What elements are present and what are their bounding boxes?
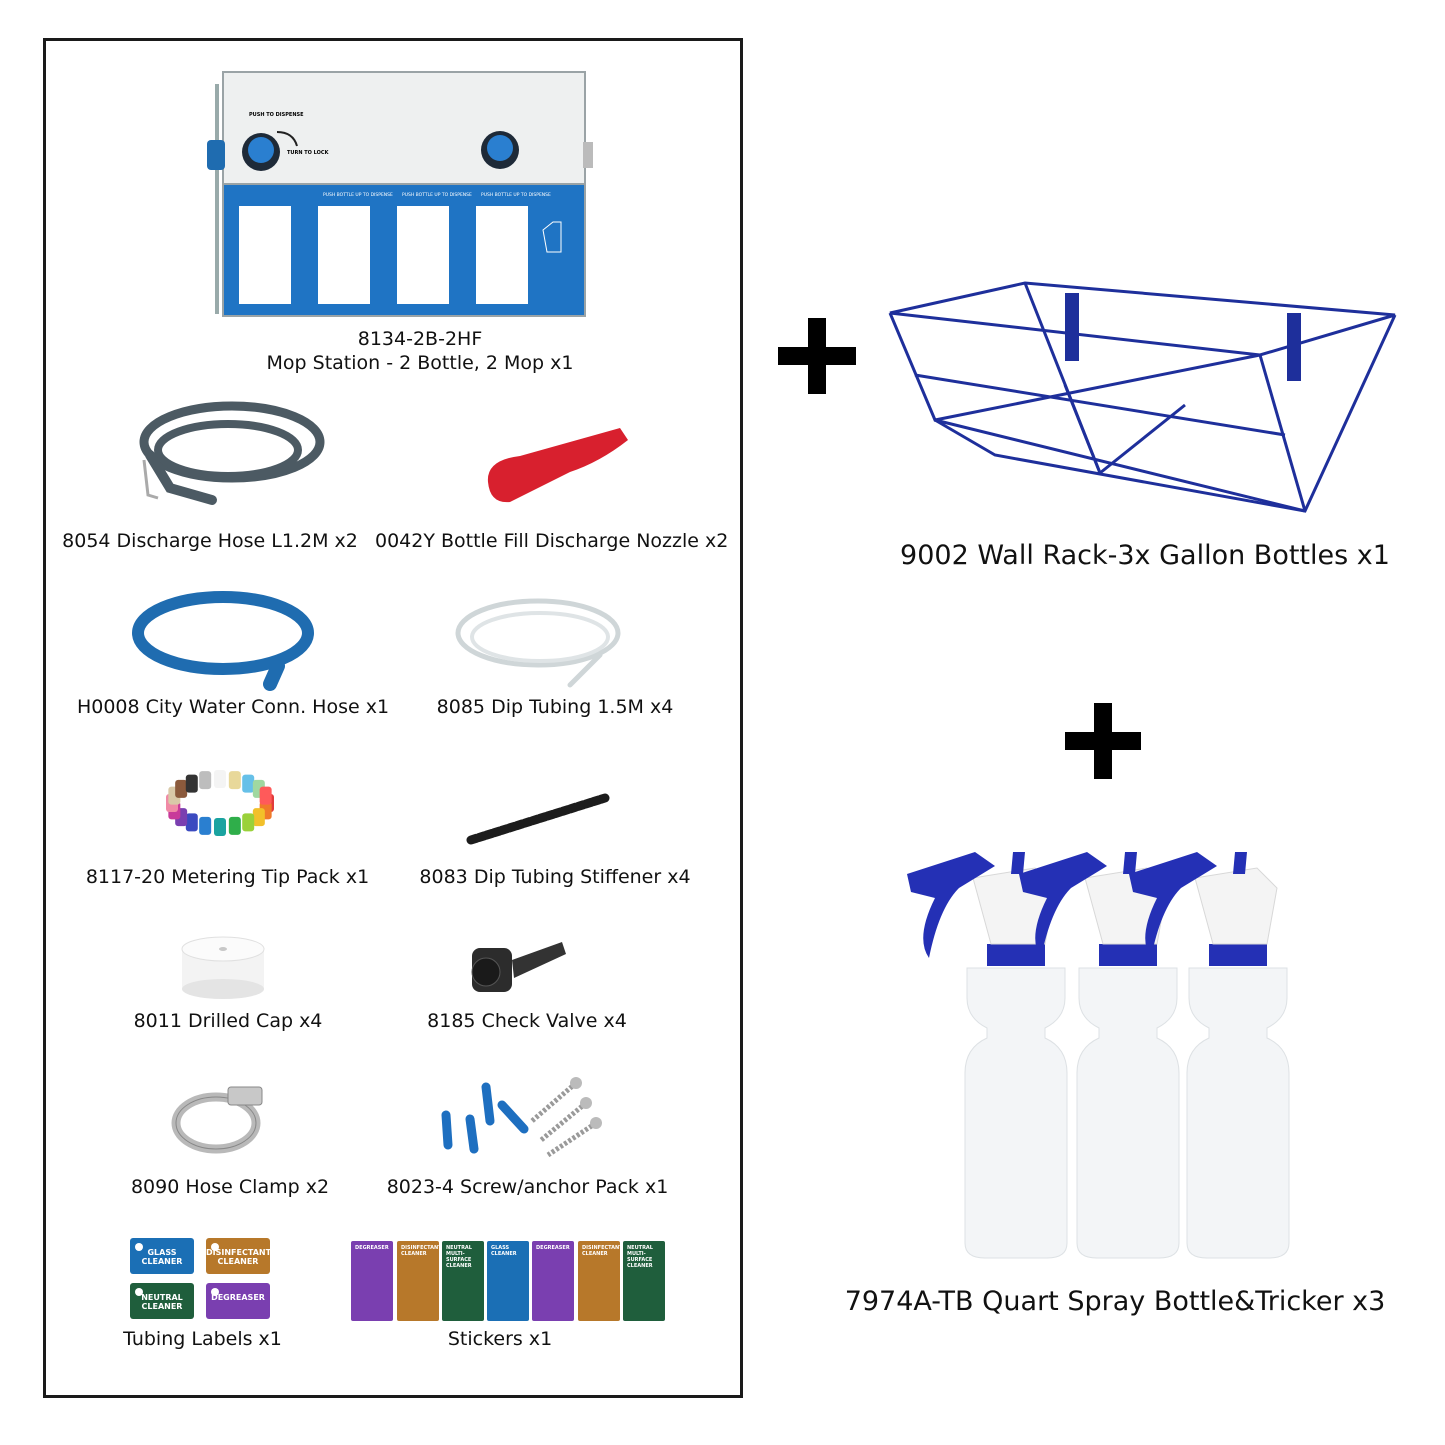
sticker-4: GLASS CLEANER <box>487 1241 529 1321</box>
hose-clamp-image <box>171 1086 263 1154</box>
item-label-drilled-cap: 8011 Drilled Cap x4 <box>133 1010 323 1032</box>
item-label-metering-tip: 8117-20 Metering Tip Pack x1 <box>85 866 370 888</box>
mop-station-image: PUSH TO DISPENSE TURN TO LOCK PUSH BOTTL… <box>207 71 593 317</box>
item-label-city-water-hose: H0008 City Water Conn. Hose x1 <box>76 696 390 718</box>
metering-tip <box>259 786 272 805</box>
item-label-stiffener: 8083 Dip Tubing Stiffener x4 <box>419 866 691 888</box>
turn-lock-text: TURN TO LOCK <box>287 150 330 156</box>
screw-anchor-image <box>441 1077 602 1158</box>
check-valve-image <box>471 942 566 992</box>
metering-tip <box>214 770 226 788</box>
push-bottle-text-3: PUSH BOTTLE UP TO DISPENSE <box>481 192 551 198</box>
metering-tip <box>252 808 265 827</box>
tubing-label-glass: GLASS CLEANER <box>130 1238 194 1274</box>
metering-tip-image <box>166 770 274 836</box>
sticker-5: DEGREASER <box>532 1241 574 1321</box>
metering-tip <box>175 779 188 798</box>
item-label-screw-anchor: 8023-4 Screw/anchor Pack x1 <box>386 1176 669 1198</box>
metering-tip <box>199 771 212 790</box>
metering-tip <box>242 774 255 793</box>
dip-tubing-image <box>455 598 621 688</box>
tubing-label-disinfectant: DISINFECTANT CLEANER <box>206 1238 271 1274</box>
metering-tip <box>228 771 241 790</box>
mop-station-code: 8134-2B-2HF <box>357 328 483 350</box>
sticker-7: NEUTRAL MULTI-SURFACE CLEANER <box>623 1241 665 1321</box>
metering-tip <box>185 774 198 793</box>
sticker-6: DISINFECTANT CLEANER <box>578 1241 620 1321</box>
metering-tip <box>185 813 198 832</box>
mop-station-desc: Mop Station - 2 Bottle, 2 Mop x1 <box>266 352 574 374</box>
spray-bottles-label: 7974A-TB Quart Spray Bottle&Tricker x3 <box>844 1286 1386 1317</box>
stiffener-image <box>466 793 610 845</box>
push-bottle-text-2: PUSH BOTTLE UP TO DISPENSE <box>402 192 472 198</box>
plus-icon-2 <box>1065 703 1141 779</box>
wall-rack-label: 9002 Wall Rack-3x Gallon Bottles x1 <box>900 540 1390 571</box>
nozzle-image <box>487 428 628 503</box>
city-water-hose-image <box>132 591 314 691</box>
metering-tip <box>242 813 255 832</box>
item-label-nozzle: 0042Y Bottle Fill Discharge Nozzle x2 <box>375 530 729 552</box>
drilled-cap-image <box>181 936 265 999</box>
item-label-discharge-hose: 8054 Discharge Hose L1.2M x2 <box>62 530 358 552</box>
spray-bottle <box>1129 852 1290 1259</box>
wall-rack-image <box>888 281 1397 513</box>
push-bottle-text-1: PUSH BOTTLE UP TO DISPENSE <box>323 192 393 198</box>
item-label-tubing-labels: Tubing Labels x1 <box>123 1328 282 1350</box>
tubing-label-degreaser: DEGREASER <box>206 1283 270 1319</box>
item-label-hose-clamp: 8090 Hose Clamp x2 <box>130 1176 330 1198</box>
item-label-stickers: Stickers x1 <box>447 1328 553 1350</box>
plus-icon <box>778 318 856 394</box>
push-dispense-text: PUSH TO DISPENSE <box>249 112 304 118</box>
tubing-label-neutral: NEUTRAL CLEANER <box>130 1283 194 1319</box>
metering-tip <box>228 816 241 835</box>
sticker-3: NEUTRAL MULTI-SURFACE CLEANER <box>442 1241 484 1321</box>
item-label-check-valve: 8185 Check Valve x4 <box>427 1010 627 1032</box>
sticker-1: DEGREASER <box>351 1241 393 1321</box>
item-label-dip-tubing: 8085 Dip Tubing 1.5M x4 <box>436 696 674 718</box>
metering-tip <box>214 818 226 836</box>
spray-bottle <box>1019 852 1180 1259</box>
spray-bottles-image <box>907 852 1290 1259</box>
sticker-2: DISINFECTANT CLEANER <box>397 1241 439 1321</box>
metering-tip <box>199 816 212 835</box>
discharge-hose-image <box>139 401 325 505</box>
parts-panel <box>43 38 743 1398</box>
